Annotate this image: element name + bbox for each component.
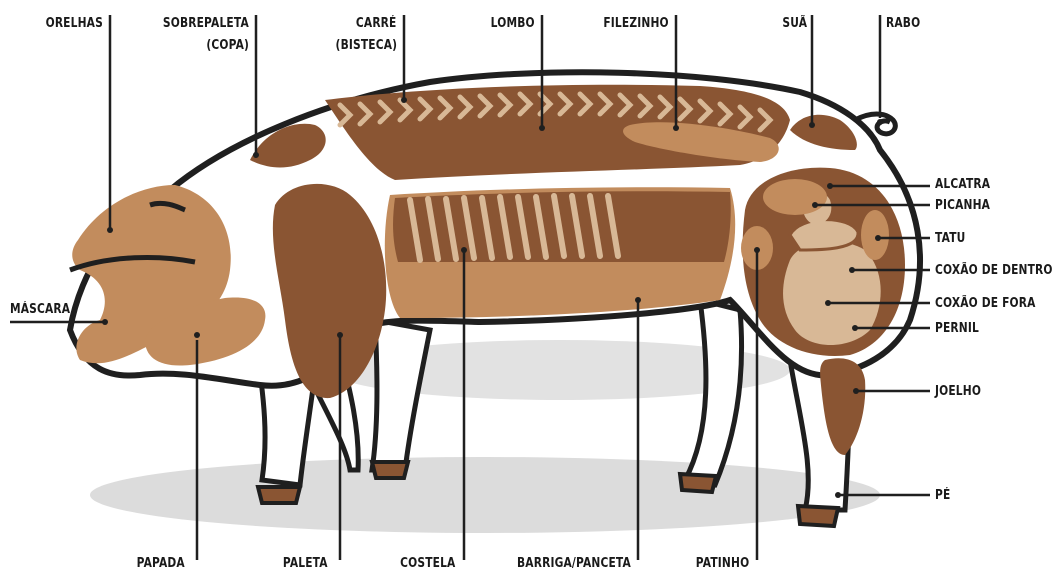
label-paleta: PALETA: [283, 556, 328, 571]
ground-shadow: [90, 457, 880, 533]
label-carre: CARRÉ: [356, 16, 397, 31]
cut-coxao-dentro-inner: [790, 220, 858, 250]
label-sobrepaleta: SOBREPALETA: [163, 16, 249, 31]
label-sua: SUÃ: [782, 16, 807, 31]
label-carre-bisteca: (BISTECA): [335, 38, 397, 53]
cut-coxao-fora: [783, 241, 881, 345]
label-barriga-panceta: BARRIGA/PANCETA: [517, 556, 631, 571]
hoof-hind-right: [798, 506, 838, 526]
hoof-front-left: [258, 487, 300, 503]
hoof-hind-left: [680, 474, 716, 492]
label-patinho: PATINHO: [695, 556, 749, 571]
label-orelhas: ORELHAS: [46, 16, 103, 31]
label-papada: PAPADA: [137, 556, 185, 571]
label-alcatra: ALCATRA: [935, 177, 990, 192]
mid-leg: [372, 320, 430, 470]
label-pe: PÉ: [935, 488, 950, 503]
label-mascara: MÁSCARA: [10, 302, 70, 317]
label-sobrepaleta-copa: (COPA): [206, 38, 249, 53]
label-pernil: PERNIL: [935, 321, 979, 336]
cut-alcatra: [763, 179, 827, 215]
label-picanha: PICANHA: [935, 198, 990, 213]
hoof-mid: [372, 462, 408, 478]
label-costela: COSTELA: [400, 556, 455, 571]
label-rabo: RABO: [886, 16, 920, 31]
label-coxao-de-fora: COXÃO DE FORA: [935, 296, 1036, 311]
cut-tatu: [861, 210, 889, 260]
label-coxao-de-dentro: COXÃO DE DENTRO: [935, 263, 1053, 278]
label-tatu: TATU: [935, 231, 965, 246]
label-lombo: LOMBO: [491, 16, 535, 31]
label-filezinho: FILEZINHO: [604, 16, 669, 31]
label-joelho: JOELHO: [935, 384, 981, 399]
